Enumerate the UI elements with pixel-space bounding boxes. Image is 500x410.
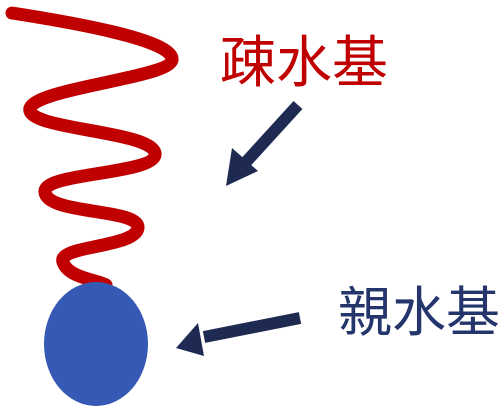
arrowhead-icon xyxy=(226,148,258,186)
hydrophilic-head xyxy=(44,282,148,406)
arrowhead-icon xyxy=(176,323,204,356)
arrow-to-head xyxy=(176,312,302,356)
arrow-to-tail xyxy=(226,100,303,186)
hydrophobic-tail xyxy=(5,6,179,292)
hydrophobic-label: 疎水基 xyxy=(220,31,388,96)
hydrophilic-label: 親水基 xyxy=(338,281,500,344)
arrow-shaft xyxy=(202,312,302,343)
arrow-shaft xyxy=(241,100,303,167)
